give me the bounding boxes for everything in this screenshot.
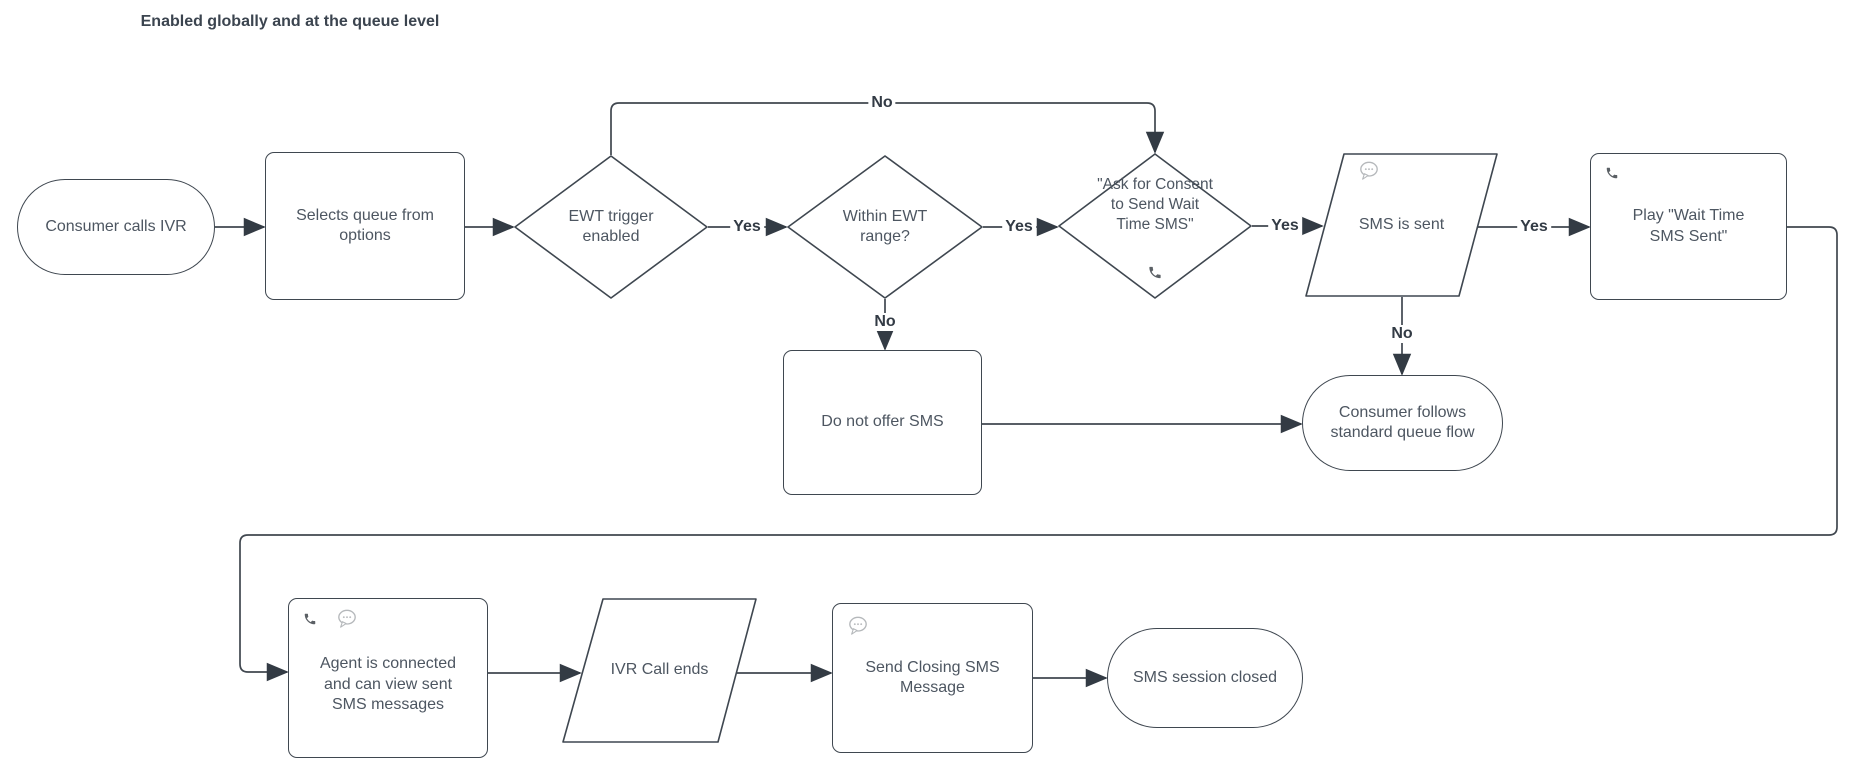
node-play-wait-time[interactable]: Play "Wait Time SMS Sent" [1590,153,1787,300]
node-label: Agent is connected and can view sent SMS… [319,655,457,714]
node-agent-connected[interactable]: Agent is connected and can view sent SMS… [288,598,488,758]
node-label: Within EWT range? [842,207,928,245]
edge-label-no-range: No [871,313,899,331]
edge-label-yes-1: Yes [730,218,764,236]
node-label: SMS is sent [1358,215,1445,233]
phone-icon [304,613,316,625]
edge-playwait-to-agent [239,226,1838,682]
edge-label-yes-3: Yes [1268,217,1302,235]
node-label: Consumer follows standard queue flow [1330,403,1475,441]
node-send-closing-sms[interactable]: Send Closing SMS Message [832,603,1033,753]
edge-label-no-top: No [868,94,896,112]
parallelogram-shape [1305,153,1498,297]
phone-icon [1606,167,1618,179]
diamond-shape [1058,153,1252,299]
node-label: Send Closing SMS Message [865,658,1000,696]
node-label: EWT trigger enabled [568,207,654,245]
node-sms-is-sent[interactable]: SMS is sent [1305,153,1498,297]
edge-label-yes-2: Yes [1002,218,1036,236]
node-sms-session-closed[interactable]: SMS session closed [1107,628,1303,728]
node-label: IVR Call ends [610,661,709,679]
edge-label-no-sms: No [1388,325,1416,343]
node-consumer-calls-ivr[interactable]: Consumer calls IVR [17,179,215,275]
phone-icon [1149,266,1161,279]
diamond-shape [787,155,983,299]
diamond-shape [514,155,708,299]
speech-bubble-icon [338,609,356,628]
node-label: Selects queue from options [296,206,434,244]
diagram-title: Enabled globally and at the queue level [140,13,440,30]
speech-bubble-icon [849,616,867,635]
node-label: Play "Wait Time SMS Sent" [1632,207,1745,245]
node-label: SMS session closed [1132,668,1278,686]
node-selects-queue[interactable]: Selects queue from options [265,152,465,300]
node-ewt-trigger-enabled[interactable]: EWT trigger enabled [514,155,708,299]
node-label: Do not offer SMS [821,413,944,431]
node-within-ewt-range[interactable]: Within EWT range? [787,155,983,299]
node-label: Consumer calls IVR [45,217,187,235]
node-label: "Ask for Consent to Send Wait Time SMS" [1097,176,1213,233]
edge-label-yes-4: Yes [1517,218,1551,236]
parallelogram-shape [562,598,757,743]
node-ask-consent[interactable]: "Ask for Consent to Send Wait Time SMS" [1058,153,1252,299]
node-do-not-offer-sms[interactable]: Do not offer SMS [783,350,982,495]
node-ivr-call-ends[interactable]: IVR Call ends [562,598,757,743]
speech-bubble-icon [1360,161,1378,180]
node-consumer-follows-queue[interactable]: Consumer follows standard queue flow [1302,375,1503,471]
